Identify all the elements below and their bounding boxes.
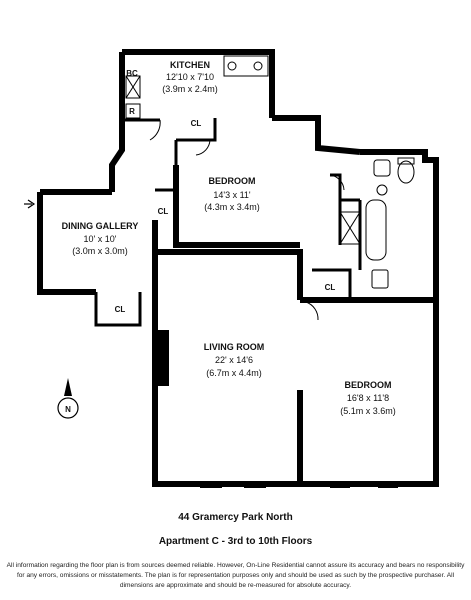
compass: N xyxy=(57,378,79,419)
r-label: R xyxy=(129,107,135,116)
dining-name: DINING GALLERY xyxy=(62,221,139,231)
room-living-room: LIVING ROOM 22' x 14'6 (6.7m x 4.4m) xyxy=(204,342,265,378)
bedroom2-dim-ft: 16'8 x 11'8 xyxy=(347,393,389,403)
kitchen-name: KITCHEN xyxy=(170,60,210,70)
bedroom2-name: BEDROOM xyxy=(345,380,392,390)
living-dim-ft: 22' x 14'6 xyxy=(215,355,253,365)
bedroom2-dim-m: (5.1m x 3.6m) xyxy=(340,406,396,416)
closet-label: CL xyxy=(115,305,126,314)
floor-plan: N KITCHEN 12'10 x 7'10 (3.9m x 2.4m) BC … xyxy=(24,49,439,488)
living-dim-m: (6.7m x 4.4m) xyxy=(206,368,262,378)
entrance-arrow xyxy=(24,199,36,209)
interior-walls xyxy=(94,118,362,327)
closet-label: CL xyxy=(158,207,169,216)
living-name: LIVING ROOM xyxy=(204,342,265,352)
fireplace xyxy=(155,330,169,386)
bedroom1-dim-ft: 14'3 x 11' xyxy=(213,190,251,200)
dining-dim-ft: 10' x 10' xyxy=(84,234,117,244)
room-dining-gallery: DINING GALLERY 10' x 10' (3.0m x 3.0m) xyxy=(62,221,139,256)
bedroom1-dim-m: (4.3m x 3.4m) xyxy=(204,202,260,212)
room-bedroom-1: BEDROOM 14'3 x 11' (4.3m x 3.4m) xyxy=(204,176,260,212)
closet-label: CL xyxy=(191,119,202,128)
bc-label: BC xyxy=(126,69,138,78)
room-kitchen: KITCHEN 12'10 x 7'10 (3.9m x 2.4m) xyxy=(162,60,218,94)
kitchen-dim-m: (3.9m x 2.4m) xyxy=(162,84,218,94)
windows xyxy=(200,482,398,488)
compass-label: N xyxy=(65,405,71,414)
unit-title: Apartment C - 3rd to 10th Floors xyxy=(158,536,313,547)
doors xyxy=(149,119,345,321)
room-bedroom-2: BEDROOM 16'8 x 11'8 (5.1m x 3.6m) xyxy=(340,380,396,416)
dining-dim-m: (3.0m x 3.0m) xyxy=(72,246,128,256)
kitchen-dim-ft: 12'10 x 7'10 xyxy=(166,72,214,82)
fixtures xyxy=(125,55,415,289)
walls xyxy=(37,49,439,487)
disclaimer: All information regarding the floor plan… xyxy=(6,562,465,589)
bedroom1-name: BEDROOM xyxy=(209,176,256,186)
closet-label: CL xyxy=(325,283,336,292)
closets: CL CL CL CL xyxy=(115,119,336,314)
address: 44 Gramercy Park North xyxy=(178,512,293,523)
